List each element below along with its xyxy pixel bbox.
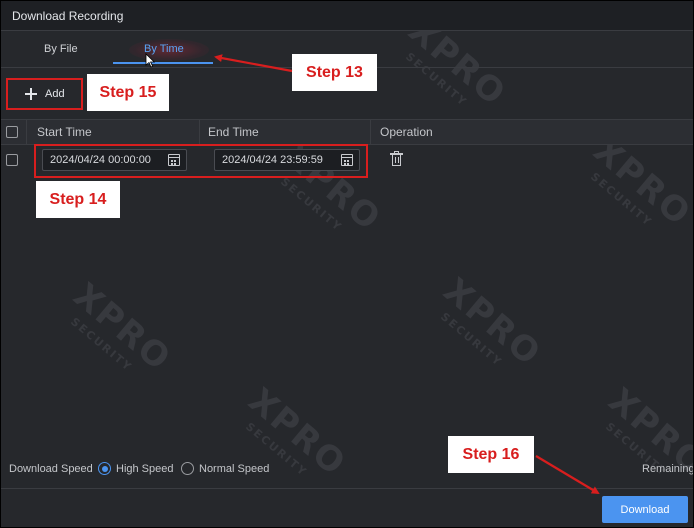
column-divider <box>370 119 371 145</box>
calendar-icon[interactable] <box>341 154 353 166</box>
remaining-label: Remaining <box>642 463 694 475</box>
tab-by-file[interactable]: By File <box>44 43 78 55</box>
high-speed-radio[interactable] <box>98 462 111 475</box>
download-speed-label: Download Speed <box>9 463 93 475</box>
step14-highlight-box <box>34 144 368 178</box>
normal-speed-label: Normal Speed <box>199 463 270 475</box>
table-header: Start Time End Time Operation <box>1 119 693 145</box>
column-start-time: Start Time <box>37 125 92 139</box>
high-speed-label: High Speed <box>116 463 174 475</box>
normal-speed-radio[interactable] <box>181 462 194 475</box>
mouse-cursor-icon <box>145 53 156 68</box>
select-all-checkbox[interactable] <box>6 126 18 138</box>
plus-icon <box>25 88 37 100</box>
tab-by-time[interactable]: By Time <box>144 43 184 55</box>
end-time-value: 2024/04/24 23:59:59 <box>222 154 323 166</box>
end-time-input[interactable]: 2024/04/24 23:59:59 <box>214 149 360 171</box>
trash-icon[interactable] <box>390 151 403 167</box>
row-checkbox[interactable] <box>6 154 18 166</box>
add-button[interactable]: Add <box>11 81 81 107</box>
step13-callout: Step 13 <box>292 54 377 91</box>
dialog-title: Download Recording <box>12 9 124 23</box>
column-end-time: End Time <box>208 125 259 139</box>
tab-highlight <box>129 39 209 61</box>
tab-bar: By File By Time <box>1 31 693 67</box>
step15-callout: Step 15 <box>87 74 169 111</box>
step15-highlight-box <box>6 78 83 110</box>
start-time-value: 2024/04/24 00:00:00 <box>50 154 151 166</box>
column-divider <box>26 119 27 145</box>
start-time-input[interactable]: 2024/04/24 00:00:00 <box>42 149 187 171</box>
footer-divider <box>1 488 693 489</box>
calendar-icon[interactable] <box>168 154 180 166</box>
active-tab-indicator <box>113 62 213 64</box>
title-bar: Download Recording <box>1 1 693 31</box>
column-divider <box>199 119 200 145</box>
add-button-label: Add <box>45 88 65 100</box>
step14-callout: Step 14 <box>36 181 120 218</box>
column-operation: Operation <box>380 125 433 139</box>
step16-callout: Step 16 <box>448 436 534 473</box>
download-button[interactable]: Download <box>602 496 688 523</box>
